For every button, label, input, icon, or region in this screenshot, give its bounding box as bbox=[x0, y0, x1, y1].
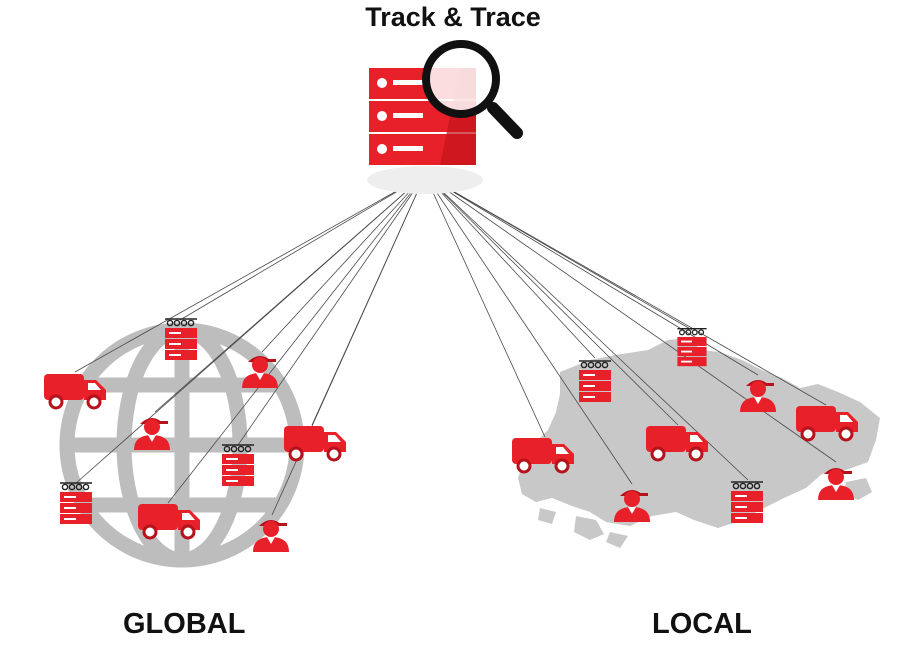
person-icon bbox=[134, 418, 170, 450]
connector-line bbox=[424, 174, 837, 463]
connector-line bbox=[424, 174, 596, 359]
connector-lines bbox=[74, 174, 837, 516]
connector-line bbox=[74, 174, 426, 373]
server-icon bbox=[676, 327, 708, 367]
global-label: GLOBAL bbox=[123, 608, 246, 640]
connector-line bbox=[424, 174, 633, 485]
connector-line bbox=[424, 174, 827, 406]
connector-line bbox=[424, 174, 749, 481]
connector-line bbox=[424, 174, 546, 438]
local-label: LOCAL bbox=[652, 608, 752, 640]
connector-line bbox=[271, 174, 426, 516]
connector-line bbox=[237, 174, 426, 446]
connector-line bbox=[74, 174, 426, 485]
connector-line bbox=[424, 174, 759, 376]
connector-line bbox=[179, 174, 426, 321]
connector-line bbox=[261, 174, 426, 353]
truck-icon bbox=[284, 424, 348, 462]
page-title: Track & Trace bbox=[365, 2, 541, 32]
connector-line bbox=[424, 174, 679, 426]
connector-line bbox=[167, 174, 426, 504]
magnifier-icon bbox=[422, 40, 523, 139]
